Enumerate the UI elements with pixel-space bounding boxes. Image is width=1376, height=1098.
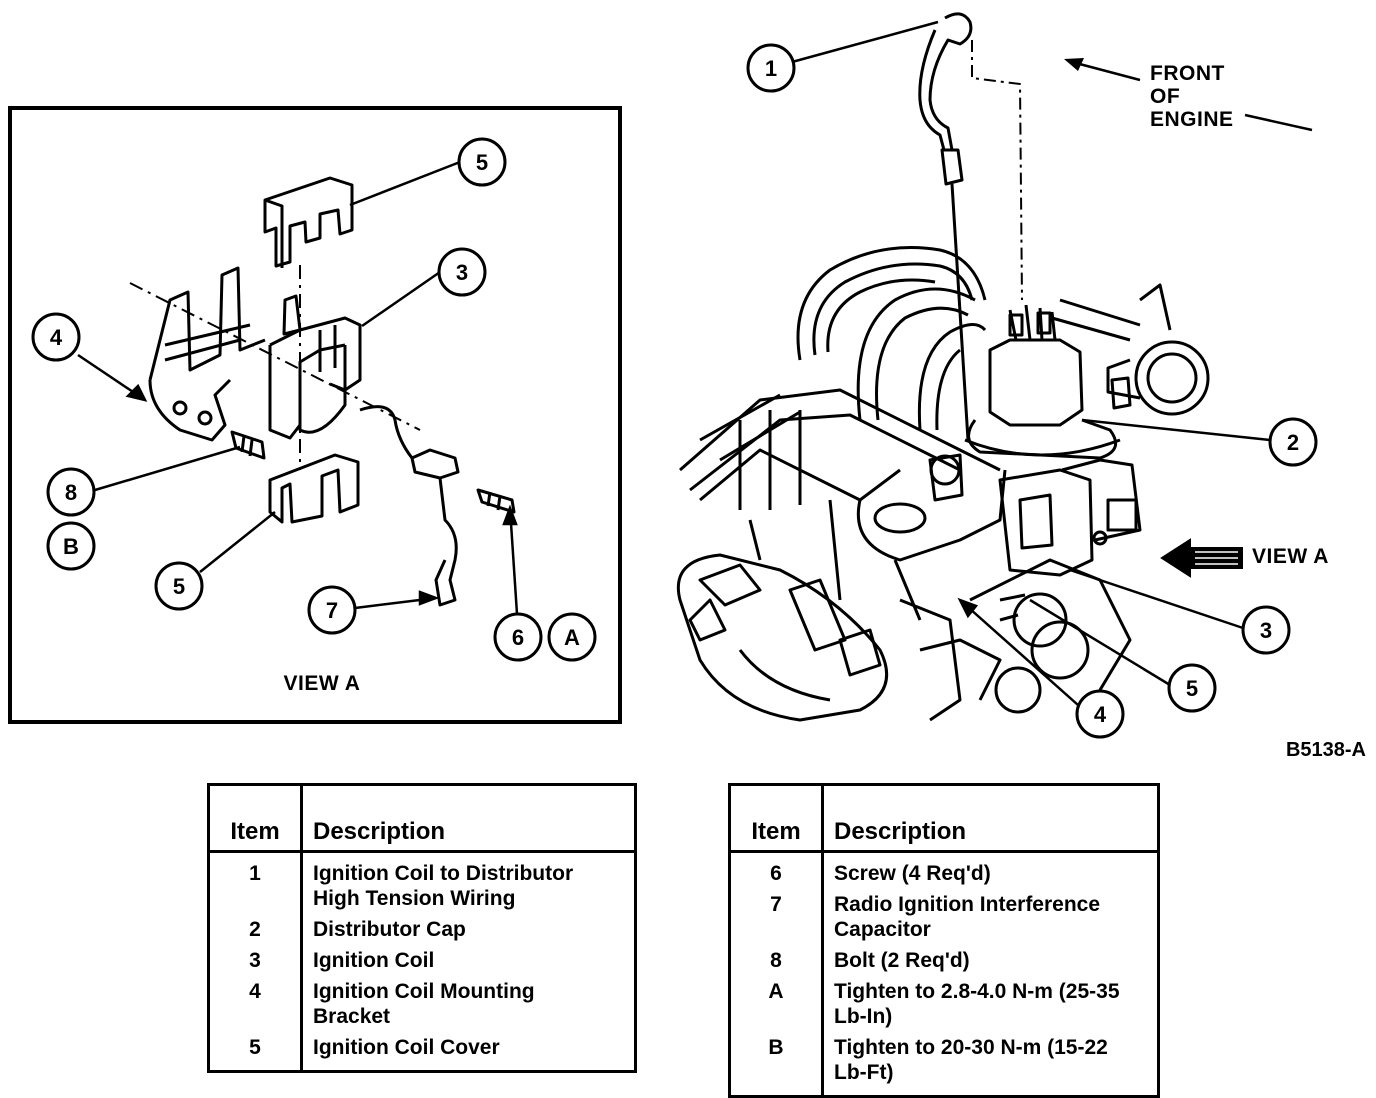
callout-6: 6: [493, 612, 543, 662]
svg-text:5: 5: [476, 150, 488, 175]
callout-5-top: 5: [457, 137, 507, 187]
item-description: Tighten to 20-30 N-m (15-22 Lb-Ft): [834, 1036, 1108, 1084]
callout-5-engine: 5: [1167, 663, 1217, 713]
svg-text:5: 5: [1186, 676, 1198, 701]
parts-table-right: Item Description 6 Screw (4 Req'd) 7 Rad…: [728, 783, 1160, 1098]
svg-text:A: A: [564, 625, 580, 650]
item-number: 4: [208, 979, 303, 1035]
item-number: 2: [208, 917, 303, 948]
item-description: Tighten to 2.8-4.0 N-m (25-35 Lb-In): [834, 980, 1120, 1028]
table-row: 5 Ignition Coil Cover: [208, 1035, 636, 1072]
svg-text:3: 3: [1260, 618, 1272, 643]
svg-text:7: 7: [326, 598, 338, 623]
svg-text:4: 4: [1094, 702, 1107, 727]
item-description: Ignition Coil Mounting Bracket: [313, 980, 535, 1028]
item-column-header: Item: [729, 784, 824, 853]
front-of-engine-arrow: [1064, 58, 1313, 132]
view-a-arrow-label: VIEW A: [1252, 545, 1329, 568]
item-number: 7: [729, 892, 824, 948]
view-a-leaders: [77, 160, 519, 615]
item-description: Bolt (2 Req'd): [834, 949, 970, 972]
table-row: A Tighten to 2.8-4.0 N-m (25-35 Lb-In): [729, 979, 1159, 1035]
callout-8: 8: [46, 467, 96, 517]
svg-text:2: 2: [1287, 430, 1299, 455]
view-a-callouts: 5 3 4 8 B 5 7 6: [31, 137, 597, 662]
svg-text:5: 5: [173, 574, 185, 599]
callout-1: 1: [746, 43, 796, 93]
view-a-title: VIEW A: [284, 672, 361, 695]
svg-text:6: 6: [512, 625, 524, 650]
table-row: 7 Radio Ignition Interference Capacitor: [729, 892, 1159, 948]
drawing-code: B5138-A: [1286, 739, 1366, 761]
table-header-row: Item Description: [208, 784, 636, 853]
callout-5-bottom: 5: [154, 561, 204, 611]
item-number: 6: [729, 851, 824, 892]
view-a-drawing: [129, 176, 516, 607]
callout-3-engine: 3: [1241, 605, 1291, 655]
item-description: Distributor Cap: [313, 918, 466, 941]
item-number: B: [729, 1035, 824, 1097]
callout-4-engine: 4: [1075, 689, 1125, 739]
svg-text:8: 8: [65, 480, 77, 505]
item-number: 1: [208, 851, 303, 917]
item-description: Ignition Coil to Distributor High Tensio…: [313, 862, 574, 910]
table-row: 4 Ignition Coil Mounting Bracket: [208, 979, 636, 1035]
item-description: Ignition Coil Cover: [313, 1036, 500, 1059]
description-column-header: Description: [822, 784, 1159, 853]
item-description: Screw (4 Req'd): [834, 862, 991, 885]
callout-3: 3: [437, 247, 487, 297]
front-label-line-3: ENGINE: [1150, 108, 1234, 131]
front-label-line-1: FRONT: [1150, 62, 1225, 85]
parts-table-left: Item Description 1 Ignition Coil to Dist…: [207, 783, 637, 1073]
ignition-diagram: 5 3 4 8 B 5 7 6: [8, 12, 1366, 761]
svg-text:3: 3: [456, 260, 468, 285]
description-column-header: Description: [301, 784, 636, 853]
engine-leaders: [791, 20, 1271, 706]
svg-text:1: 1: [765, 56, 777, 81]
item-number: 8: [729, 948, 824, 979]
item-number: 3: [208, 948, 303, 979]
engine-drawing: [676, 12, 1210, 722]
item-description: Ignition Coil: [313, 949, 435, 972]
view-a-frame: [8, 106, 622, 724]
item-column-header: Item: [208, 784, 303, 853]
front-label-line-2: OF: [1150, 85, 1180, 108]
item-description: Radio Ignition Interference Capacitor: [834, 893, 1101, 941]
table-row: B Tighten to 20-30 N-m (15-22 Lb-Ft): [729, 1035, 1159, 1097]
svg-text:B: B: [63, 534, 79, 559]
item-number: A: [729, 979, 824, 1035]
callout-4: 4: [31, 312, 81, 362]
item-number: 5: [208, 1035, 303, 1072]
callout-A: A: [547, 612, 597, 662]
svg-text:4: 4: [50, 325, 63, 350]
callout-7: 7: [307, 585, 357, 635]
table-row: 1 Ignition Coil to Distributor High Tens…: [208, 851, 636, 917]
table-row: 8 Bolt (2 Req'd): [729, 948, 1159, 979]
table-row: 2 Distributor Cap: [208, 917, 636, 948]
view-a-direction-arrow: [1160, 538, 1243, 578]
table-row: 3 Ignition Coil: [208, 948, 636, 979]
callout-B: B: [46, 521, 96, 571]
callout-2: 2: [1268, 417, 1318, 467]
table-header-row: Item Description: [729, 784, 1159, 853]
table-row: 6 Screw (4 Req'd): [729, 851, 1159, 892]
engine-callouts: 1 2 3 5 4: [746, 43, 1318, 739]
